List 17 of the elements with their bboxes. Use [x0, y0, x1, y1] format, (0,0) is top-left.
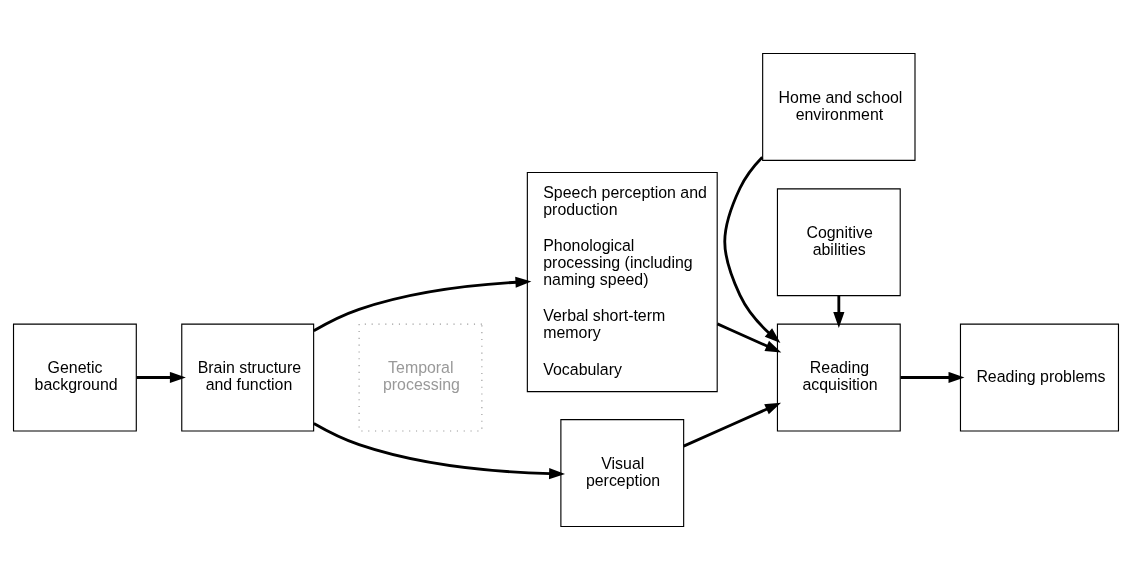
- node-box: Reading problems: [959, 323, 1120, 432]
- node-box: Cognitive abilities: [776, 188, 901, 297]
- node-box: Visual perception: [560, 419, 685, 528]
- node-box: Temporal processing: [358, 323, 483, 432]
- node-box: Home and school environment: [762, 53, 916, 161]
- node-box: Brain structure and function: [181, 323, 315, 432]
- node-box: Speech perception and production Phonological processing (including naming speed) Verbal short-term memory Vocabulary: [526, 171, 718, 393]
- arrow: [723, 156, 781, 344]
- arrow: [683, 402, 782, 448]
- arrow: [900, 371, 965, 384]
- arrow: [136, 371, 186, 384]
- arrow: [716, 322, 782, 353]
- arrow: [313, 276, 532, 332]
- node-box: Reading acquisition: [776, 323, 901, 432]
- arrow: [313, 422, 566, 480]
- arrow: [833, 296, 845, 328]
- node-box: Genetic background: [12, 323, 137, 432]
